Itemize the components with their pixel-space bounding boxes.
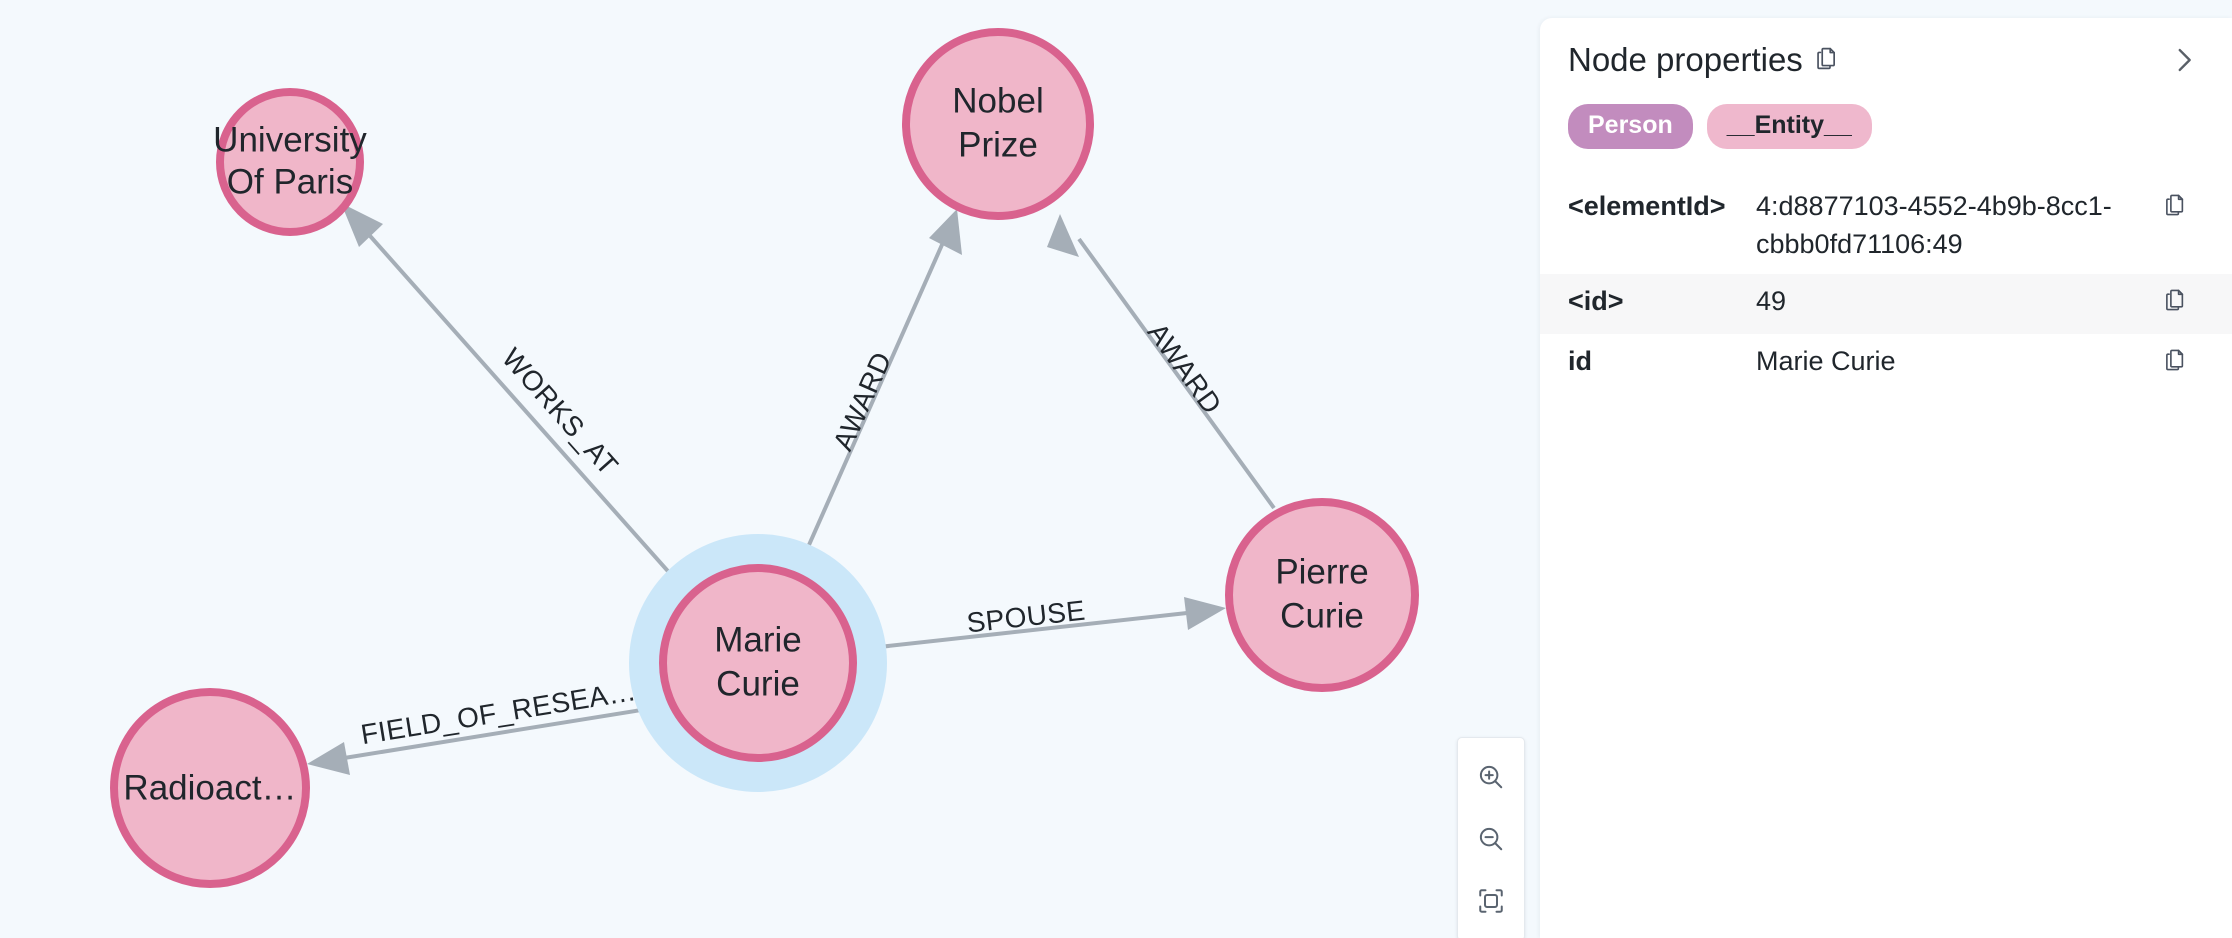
- label-chip-entity[interactable]: __Entity__: [1706, 104, 1872, 150]
- node-label-line1: Radioact…: [123, 768, 296, 807]
- chevron-right-icon[interactable]: [2164, 40, 2204, 80]
- edge-field-of-research[interactable]: FIELD_OF_RESEA…: [307, 675, 667, 775]
- property-key: <elementId>: [1568, 191, 1726, 222]
- node-label-line1: Pierre: [1275, 552, 1368, 591]
- edge-award-marie[interactable]: AWARD: [795, 209, 962, 573]
- graph-svg[interactable]: WORKS_AT AWARD AWARD SPOUSE: [0, 0, 1540, 938]
- property-value: Marie Curie: [1756, 346, 1896, 376]
- node-label-line1: Marie: [714, 620, 802, 659]
- edge-label-works-at: WORKS_AT: [496, 342, 624, 481]
- fit-to-screen-button[interactable]: [1458, 870, 1524, 932]
- copy-icon[interactable]: [2162, 347, 2188, 373]
- edge-spouse[interactable]: SPOUSE: [851, 595, 1226, 652]
- node-properties-table: <elementId> 4:d8877103-4552-4b9b-8cc1-cb…: [1540, 179, 2232, 394]
- property-key: id: [1568, 346, 1592, 376]
- zoom-out-button[interactable]: [1458, 808, 1524, 870]
- node-label-line1: Nobel: [952, 81, 1043, 120]
- node-label-line2: Curie: [716, 664, 800, 703]
- property-value: 49: [1756, 273, 2162, 334]
- graph-node-university-of-paris[interactable]: University Of Paris: [213, 88, 367, 236]
- property-copy-cell: [2162, 334, 2232, 394]
- graph-node-marie-curie[interactable]: Marie Curie: [629, 534, 887, 792]
- edge-label-award-pierre: AWARD: [1142, 317, 1228, 420]
- table-row: <elementId> 4:d8877103-4552-4b9b-8cc1-cb…: [1540, 179, 2232, 274]
- property-value: 4:d8877103-4552-4b9b-8cc1-cbbb0fd71106:4…: [1756, 191, 2112, 259]
- fit-to-screen-icon: [1476, 886, 1506, 916]
- zoom-in-icon: [1476, 762, 1506, 792]
- property-copy-cell: [2162, 179, 2232, 274]
- node-label-line2: Curie: [1280, 596, 1364, 635]
- graph-canvas[interactable]: WORKS_AT AWARD AWARD SPOUSE: [0, 0, 1540, 938]
- copy-icon[interactable]: [1813, 45, 1840, 72]
- graph-node-pierre-curie[interactable]: Pierre Curie: [1225, 498, 1419, 692]
- node-label-line2: Prize: [958, 125, 1038, 164]
- copy-icon[interactable]: [2162, 192, 2188, 218]
- property-key: <id>: [1540, 273, 1756, 334]
- copy-icon[interactable]: [2162, 287, 2188, 313]
- edge-label-spouse: SPOUSE: [965, 595, 1087, 639]
- panel-title: Node properties: [1568, 41, 1803, 78]
- label-chip-person[interactable]: Person: [1568, 104, 1693, 150]
- zoom-in-button[interactable]: [1458, 746, 1524, 808]
- node-properties-panel: Node properties Person __Entity__: [1540, 18, 2232, 938]
- node-label-line1: University: [213, 120, 367, 159]
- property-copy-cell: [2162, 273, 2232, 334]
- graph-node-nobel-prize[interactable]: Nobel Prize: [902, 28, 1094, 220]
- node-labels-row: Person __Entity__: [1540, 80, 2232, 150]
- graph-node-radioactivity[interactable]: Radioact…: [110, 688, 310, 888]
- zoom-out-icon: [1476, 824, 1506, 854]
- edge-works-at[interactable]: WORKS_AT: [341, 203, 692, 598]
- table-row: id Marie Curie: [1540, 334, 2232, 394]
- edge-label-award-marie: AWARD: [827, 347, 898, 455]
- edge-label-field-of-research: FIELD_OF_RESEA…: [359, 675, 639, 750]
- panel-header: Node properties: [1540, 18, 2232, 80]
- edge-award-pierre[interactable]: AWARD: [1047, 214, 1276, 510]
- table-row: <id> 49: [1540, 273, 2232, 334]
- node-label-line2: Of Paris: [227, 162, 353, 201]
- zoom-controls: [1457, 737, 1525, 938]
